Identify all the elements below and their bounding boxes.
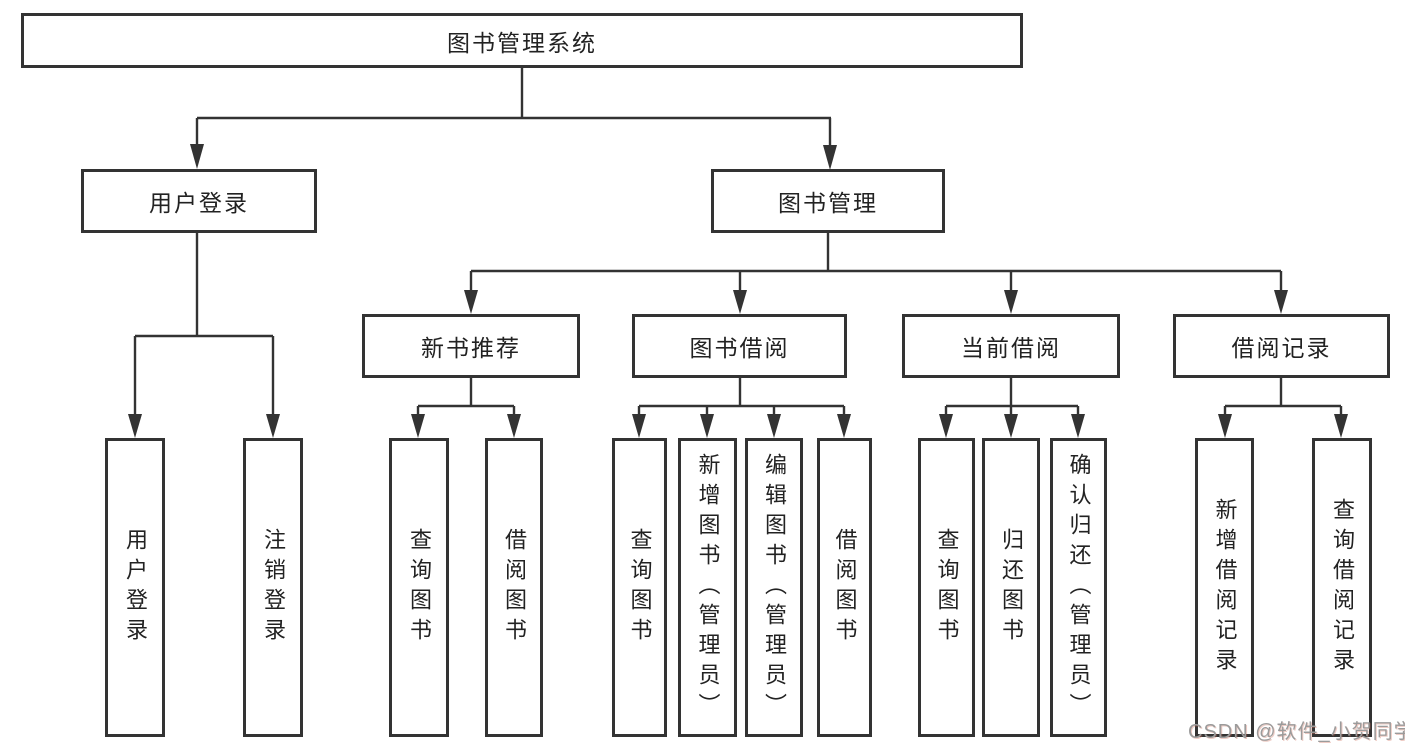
connector-book-management-to-level3 (464, 233, 1288, 314)
connector-current-borrowing-to-leaves (939, 378, 1085, 438)
node-book-borrowing: 图书借阅 (632, 314, 847, 378)
leaf-user-login: 用户登录 (105, 438, 165, 737)
leaf-nbr-borrow-books: 借阅图书 (485, 438, 543, 737)
connector-book-borrowing-to-leaves (632, 378, 851, 438)
node-borrowing-records: 借阅记录 (1173, 314, 1390, 378)
leaf-cb-return-books: 归还图书 (982, 438, 1040, 737)
leaf-bb-borrow-books: 借阅图书 (817, 438, 872, 737)
leaf-cb-confirm-return-admin: 确认归还（管理员） (1050, 438, 1107, 737)
node-current-borrowing: 当前借阅 (902, 314, 1120, 378)
watermark-text: CSDN @软件_小贺同学 (1188, 721, 1405, 743)
connector-user-login-to-leaves (128, 233, 280, 438)
leaf-bb-query-books: 查询图书 (612, 438, 667, 737)
connector-root-to-level2 (190, 68, 837, 170)
node-book-management: 图书管理 (711, 169, 945, 233)
node-new-book-recommendation: 新书推荐 (362, 314, 580, 378)
connector-borrowing-records-to-leaves (1218, 378, 1348, 438)
connector-new-book-recommendation-to-leaves (411, 378, 521, 438)
leaf-rec-add-borrow-record: 新增借阅记录 (1195, 438, 1254, 737)
leaf-cb-query-books: 查询图书 (918, 438, 975, 737)
leaf-nbr-query-books: 查询图书 (389, 438, 449, 737)
leaf-logout: 注销登录 (243, 438, 303, 737)
node-user-login: 用户登录 (81, 169, 317, 233)
leaf-bb-add-book-admin: 新增图书（管理员） (678, 438, 737, 737)
leaf-bb-edit-book-admin: 编辑图书（管理员） (745, 438, 803, 737)
node-library-management-system: 图书管理系统 (21, 13, 1023, 68)
leaf-rec-query-borrow-record: 查询借阅记录 (1312, 438, 1372, 737)
